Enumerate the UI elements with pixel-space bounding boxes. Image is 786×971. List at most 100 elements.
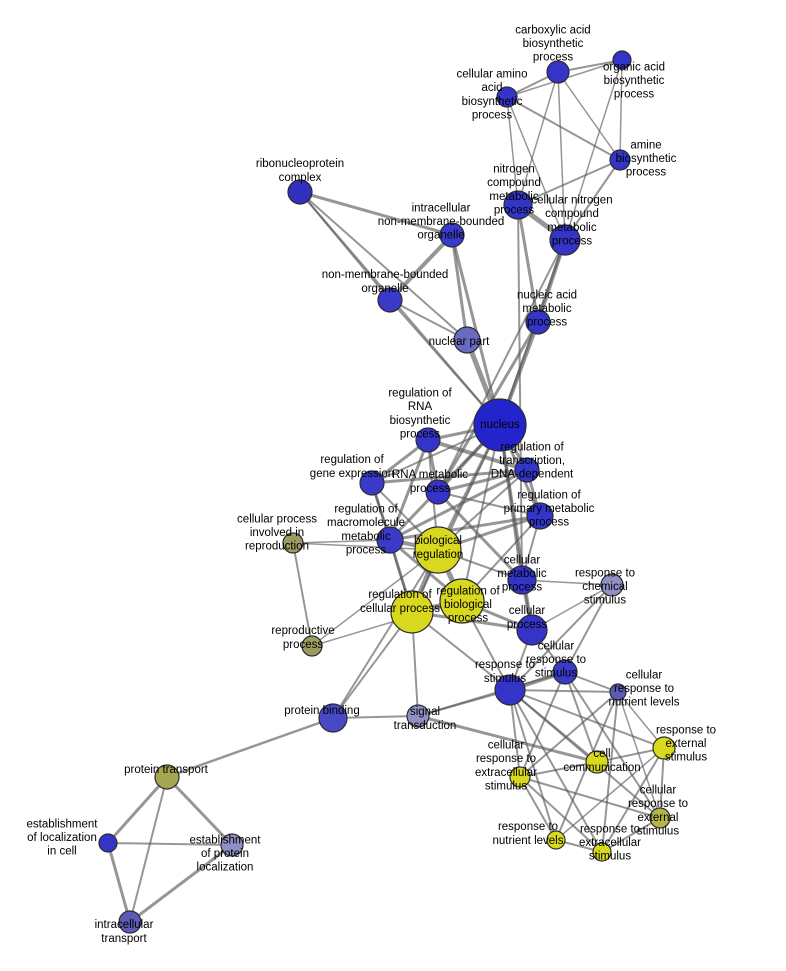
graph-edge-cpr-rmm [292, 539, 391, 544]
graph-edge-rxs-crn [601, 691, 619, 853]
graph-edge-inmb-np [450, 233, 469, 342]
graph-edge-cre-rxs [519, 776, 603, 853]
graph-edge-cc-st [416, 714, 599, 764]
graph-node-rrb[interactable] [415, 427, 441, 453]
graph-node-rp[interactable] [301, 635, 323, 657]
graph-edge-oa-am [619, 59, 623, 161]
graph-edge-rxs-crx [601, 817, 661, 853]
graph-node-rt[interactable] [514, 457, 540, 483]
graph-node-rpm[interactable] [526, 502, 554, 530]
graph-edge-am-cn [564, 159, 621, 241]
graph-node-cn[interactable] [549, 224, 581, 256]
graph-edge-ca-cn [557, 71, 566, 241]
graph-node-inmb[interactable] [439, 222, 465, 248]
graph-node-st[interactable] [406, 704, 430, 728]
graph-edge-rrb-rt [426, 438, 529, 472]
graph-edge-aa-cn [506, 96, 566, 241]
graph-node-nu[interactable] [473, 398, 527, 452]
graph-edge-pb-pt [165, 716, 335, 779]
graph-node-oa[interactable] [612, 50, 632, 70]
graph-node-np[interactable] [453, 326, 481, 354]
graph-edge-rnp-inmb [298, 190, 454, 237]
graph-edge-crs-st [417, 671, 566, 717]
graph-edge-crs-rch [564, 584, 613, 673]
graph-edge-crs-cc [564, 671, 598, 763]
graph-edge-nu-rbp [461, 424, 501, 602]
graph-edge-cre-rnl [519, 776, 557, 841]
graph-node-rna[interactable] [425, 479, 451, 505]
graph-edge-cre-crx [519, 776, 661, 819]
graph-node-rch[interactable] [600, 573, 624, 597]
graph-edge-cre-crn [519, 691, 619, 778]
graph-edge-cc-cre [519, 761, 598, 778]
graph-node-crx[interactable] [649, 807, 671, 829]
graph-edge-rs-crn [509, 689, 619, 693]
graph-edge-rp-rbp [311, 600, 463, 647]
graph-node-cre[interactable] [509, 766, 531, 788]
graph-edge-nmb-np [389, 299, 468, 341]
graph-edge-ca-am [557, 71, 621, 161]
graph-node-nc[interactable] [503, 190, 533, 220]
graph-node-it[interactable] [118, 910, 142, 934]
graph-node-nmb[interactable] [377, 287, 403, 313]
graph-edge-crs-cre [519, 671, 566, 778]
graph-edge-rex-rxs [601, 747, 665, 853]
graph-edge-ca-nc [517, 71, 559, 206]
graph-edge-pt-it [129, 776, 168, 923]
graph-edge-rt-rmm [388, 468, 529, 542]
graph-node-cc[interactable] [585, 750, 609, 774]
graph-edge-rt-rna [436, 468, 529, 494]
graph-node-crs[interactable] [552, 659, 578, 685]
graph-edge-rex-rnl [555, 747, 665, 841]
graph-node-rge[interactable] [359, 470, 385, 496]
graph-node-pt[interactable] [154, 764, 180, 790]
graph-node-rnp[interactable] [287, 179, 313, 205]
graph-node-rcp[interactable] [390, 590, 434, 634]
graph-node-rs[interactable] [494, 674, 526, 706]
graph-edge-epl-it [128, 843, 234, 924]
graph-node-cpr[interactable] [282, 532, 304, 554]
graph-edge-rna-rpm [437, 491, 541, 517]
graph-edge-rt-rge [370, 468, 529, 485]
graph-node-crn[interactable] [609, 683, 627, 701]
graph-edge-oa-cn [564, 59, 623, 241]
graph-edge-rex-crx [659, 747, 665, 819]
graph-node-cp[interactable] [516, 614, 548, 646]
graph-edge-rnp-np [299, 191, 468, 341]
graph-node-epl[interactable] [220, 833, 244, 857]
graph-node-rbp[interactable] [439, 578, 485, 624]
graph-node-rex[interactable] [652, 736, 676, 760]
graph-edge-pt-elc [106, 775, 169, 845]
graph-edge-pt-epl [165, 775, 234, 847]
graph-node-am[interactable] [609, 149, 631, 171]
graph-node-pb[interactable] [318, 703, 348, 733]
graph-edge-aa-am [506, 96, 621, 161]
graph-node-rnl[interactable] [546, 830, 566, 850]
graph-edge-rs-rch [509, 584, 613, 691]
graph-edge-rp-br [311, 549, 439, 647]
graph-edge-rex-crn [617, 691, 665, 749]
node-layer [98, 50, 676, 934]
graph-node-na[interactable] [525, 309, 551, 335]
graph-node-rmm[interactable] [376, 526, 404, 554]
graph-edge-nc-na [516, 203, 540, 324]
graph-edge-pb-br [332, 549, 439, 719]
graph-node-aa[interactable] [496, 86, 518, 108]
graph-node-cm[interactable] [507, 565, 537, 595]
graph-edge-cpr-br [292, 542, 439, 551]
graph-edge-rpm-rmm [388, 514, 542, 542]
graph-node-elc[interactable] [98, 833, 118, 853]
graph-edge-aa-nc [506, 96, 519, 206]
graph-node-br[interactable] [414, 526, 462, 574]
graph-node-ca[interactable] [546, 60, 570, 84]
graph-edge-crn-crx [617, 691, 661, 819]
edge-layer [106, 59, 665, 924]
graph-node-rxs[interactable] [592, 842, 612, 862]
graph-edge-am-nc [517, 159, 621, 206]
